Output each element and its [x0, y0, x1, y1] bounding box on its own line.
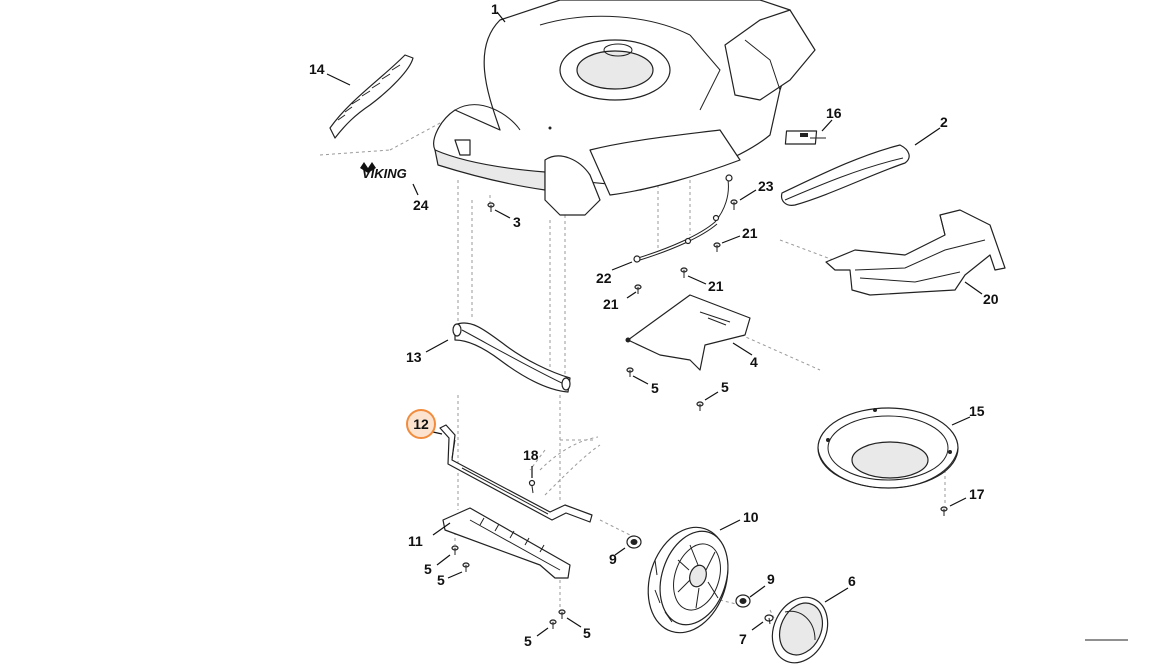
leader-14: [326, 73, 351, 86]
leader-5b: [704, 391, 719, 401]
leader-6: [824, 587, 849, 603]
part-20-chute-deflector[interactable]: [825, 209, 1006, 296]
leader-2: [914, 127, 941, 146]
callout-4[interactable]: 4: [750, 354, 758, 370]
part-4-cover-plate[interactable]: [625, 294, 751, 371]
callout-9b[interactable]: 9: [767, 571, 775, 587]
part-21-screw-b[interactable]: [680, 267, 688, 278]
callout-3[interactable]: 3: [513, 214, 521, 230]
leader-4: [732, 342, 753, 356]
leader-3: [494, 209, 511, 219]
part-22-wire-bracket[interactable]: [633, 174, 733, 263]
leader-9b: [749, 585, 766, 598]
callout-18[interactable]: 18: [523, 447, 539, 463]
part-17-screw[interactable]: [940, 506, 948, 516]
callout-14[interactable]: 14: [309, 61, 325, 77]
callout-21b[interactable]: 21: [708, 278, 724, 294]
callout-5d[interactable]: 5: [437, 572, 445, 588]
leader-23: [739, 189, 757, 201]
part-10-wheel[interactable]: [635, 517, 741, 643]
part-14-grass-strip[interactable]: [329, 54, 414, 139]
part-5-screw-d[interactable]: [462, 562, 470, 572]
callout-20[interactable]: 20: [983, 291, 999, 307]
part-21-screw-c[interactable]: [634, 284, 642, 294]
part-9-bushing-a[interactable]: [626, 535, 642, 549]
callout-12: 12: [413, 416, 429, 432]
part-24-viking-logo[interactable]: VIKING: [360, 162, 407, 181]
part-7-screw[interactable]: [764, 614, 774, 625]
part-3-screw[interactable]: [487, 202, 495, 212]
leader-21a: [721, 235, 741, 244]
callout-24[interactable]: 24: [413, 197, 429, 213]
callout-11[interactable]: 11: [408, 533, 423, 549]
leader-21c: [626, 291, 637, 299]
callout-12-selected[interactable]: 12: [406, 409, 436, 439]
callout-16[interactable]: 16: [826, 105, 842, 121]
leader-5e: [536, 627, 549, 637]
leader-24: [412, 183, 419, 196]
part-21-screw-a[interactable]: [713, 242, 721, 252]
leader-5f: [566, 617, 582, 628]
callout-9a[interactable]: 9: [609, 551, 617, 567]
callout-21a[interactable]: 21: [742, 225, 758, 241]
part-16-label-plate[interactable]: [784, 130, 826, 145]
leader-22: [611, 261, 633, 271]
part-5-screw-b[interactable]: [696, 401, 704, 411]
callout-17[interactable]: 17: [969, 486, 985, 502]
leader-5a: [632, 375, 649, 385]
part-5-screw-f[interactable]: [558, 609, 566, 619]
selected-part-indicator: [406, 409, 436, 439]
part-5-screw-e[interactable]: [549, 619, 557, 629]
part-1-mower-deck[interactable]: [433, 0, 816, 216]
leader-11: [432, 522, 451, 536]
callout-1[interactable]: 1: [491, 1, 499, 17]
part-18-pin[interactable]: [528, 479, 536, 494]
leader-17: [949, 497, 967, 507]
viking-logo-mark: [360, 162, 376, 173]
leader-20: [964, 281, 983, 295]
part-2-cover-strip[interactable]: [780, 144, 910, 206]
part-11-height-bracket[interactable]: [442, 507, 571, 579]
leader-13: [425, 339, 449, 353]
callout-5c[interactable]: 5: [424, 561, 432, 577]
leader-12: [432, 431, 443, 435]
part-15-bowl[interactable]: [817, 407, 959, 489]
leader-5d: [447, 571, 463, 579]
callout-21c[interactable]: 21: [603, 296, 619, 312]
leader-7: [751, 621, 764, 631]
callout-5a[interactable]: 5: [651, 380, 659, 396]
leader-1: [496, 11, 506, 23]
part-13-rear-roller[interactable]: [452, 322, 571, 393]
callout-5b[interactable]: 5: [721, 379, 729, 395]
part-23-screw[interactable]: [730, 199, 738, 210]
callout-10[interactable]: 10: [743, 509, 759, 525]
viking-logo-text: VIKING: [362, 166, 407, 181]
callout-2[interactable]: 2: [940, 114, 948, 130]
leader-9a: [614, 547, 626, 556]
callout-15[interactable]: 15: [969, 403, 985, 419]
callout-23[interactable]: 23: [758, 178, 774, 194]
part-5-screw-c[interactable]: [451, 545, 459, 555]
leader-21b: [687, 275, 707, 285]
leader-15: [951, 416, 971, 426]
callout-6[interactable]: 6: [848, 573, 856, 589]
callout-22[interactable]: 22: [596, 270, 612, 286]
part-5-screw-a[interactable]: [626, 367, 634, 377]
callout-5e[interactable]: 5: [524, 633, 532, 649]
callout-5f[interactable]: 5: [583, 625, 591, 641]
leader-5c: [436, 554, 451, 566]
callout-7[interactable]: 7: [739, 631, 747, 647]
callout-13[interactable]: 13: [406, 349, 422, 365]
part-6-hub-cap[interactable]: [762, 588, 838, 665]
part-12-rear-axle[interactable]: [439, 424, 593, 523]
part-9-bushing-b[interactable]: [735, 594, 751, 608]
leader-16: [821, 119, 833, 132]
leader-10: [719, 519, 741, 531]
